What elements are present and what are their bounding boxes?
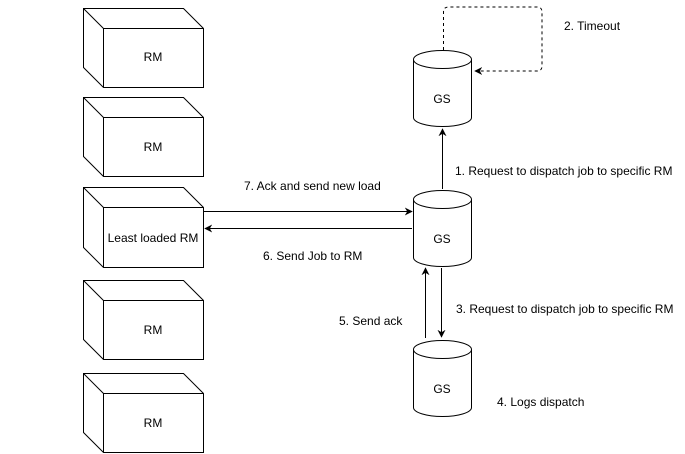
timeout-loop-arrow <box>443 6 543 75</box>
gs-label-middle: GS <box>433 232 451 246</box>
gs-label-top: GS <box>433 92 451 106</box>
send-job-label: 6. Send Job to RM <box>263 249 363 263</box>
rm-box-4 <box>83 280 204 360</box>
rm-label-2: RM <box>143 140 163 154</box>
rm-box-1 <box>83 8 204 88</box>
rm-label-5: RM <box>143 416 163 430</box>
rm-label-4: RM <box>143 323 163 337</box>
gs-cylinder-top <box>413 50 472 127</box>
gs-label-bottom: GS <box>433 382 451 396</box>
rm-label-1: RM <box>143 50 163 64</box>
request-dispatch-label-3: 3. Request to dispatch job to specific R… <box>456 302 674 316</box>
logs-dispatch-label: 4. Logs dispatch <box>497 395 585 409</box>
rm-box-2 <box>83 97 204 177</box>
timeout-label: 2. Timeout <box>564 19 621 33</box>
ack-new-load-label: 7. Ack and send new load <box>244 179 381 193</box>
rm-box-least-loaded <box>83 187 204 268</box>
gs-cylinder-middle <box>413 190 472 267</box>
send-ack-label: 5. Send ack <box>339 314 403 328</box>
rm-label-least-loaded: Least loaded RM <box>107 231 199 245</box>
request-dispatch-label-1: 1. Request to dispatch job to specific R… <box>455 164 673 178</box>
rm-box-5 <box>83 373 204 453</box>
gs-cylinder-bottom <box>413 340 472 417</box>
